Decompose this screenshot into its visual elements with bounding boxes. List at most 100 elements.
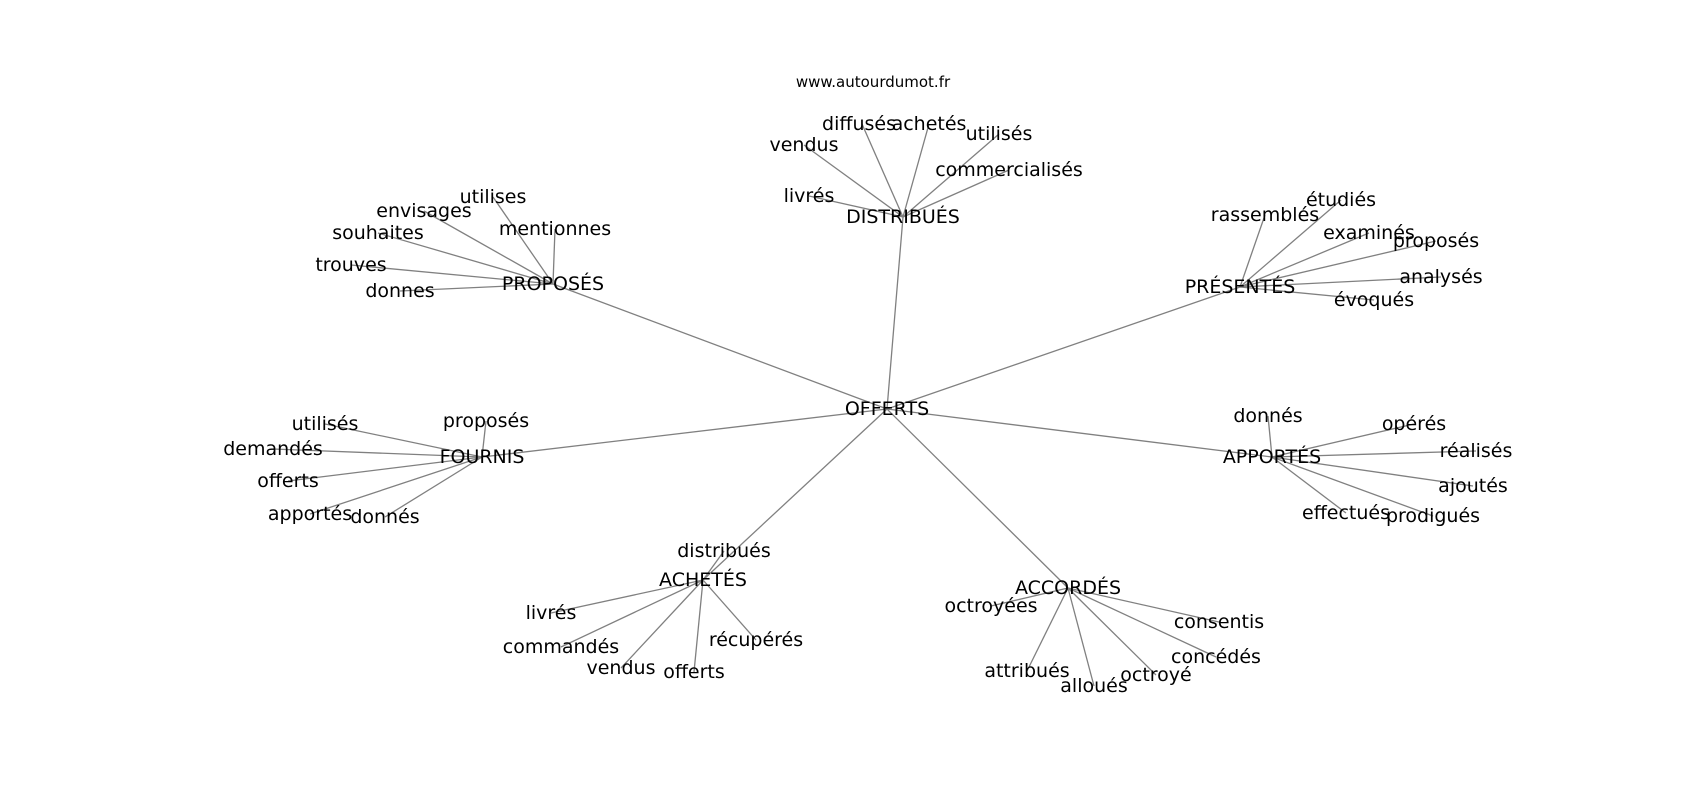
- edge-hub-to-leaf: [1271, 423, 1415, 458]
- hub-word: APPORTÉS: [1223, 445, 1321, 468]
- edge-hub-to-leaf: [309, 456, 483, 515]
- hub-word: FOURNIS: [440, 446, 525, 468]
- edges-layer: [272, 123, 1477, 687]
- edge-hub-to-leaf: [492, 196, 554, 285]
- leaf-word: ajoutés: [1438, 475, 1508, 497]
- leaf-word: distribués: [677, 540, 770, 562]
- leaf-word: effectués: [1302, 502, 1390, 524]
- edge-hub-to-leaf: [324, 423, 483, 458]
- leaf-word: envisages: [376, 200, 471, 222]
- leaf-word: consentis: [1174, 611, 1264, 633]
- leaf-word: offerts: [663, 661, 725, 683]
- edge-hub-to-leaf: [1239, 286, 1375, 301]
- leaf-word: opérés: [1382, 413, 1446, 435]
- edge-hub-to-leaf: [377, 232, 554, 285]
- leaf-word: achetés: [892, 113, 967, 135]
- edge-hub-to-leaf: [902, 123, 930, 218]
- edge-center-to-hub: [886, 286, 1241, 410]
- edge-hub-to-leaf: [1067, 587, 1157, 676]
- edge-hub-to-leaf: [1067, 587, 1220, 623]
- leaf-word: octroyées: [944, 595, 1037, 617]
- edge-hub-to-leaf: [1239, 214, 1266, 288]
- leaf-word: évoqués: [1334, 289, 1414, 311]
- leaf-word: rassemblés: [1211, 204, 1319, 226]
- hub-word: ACHETÉS: [659, 568, 747, 591]
- leaf-word: donnés: [350, 506, 419, 528]
- leaf-word: alloués: [1060, 675, 1127, 697]
- edge-hub-to-leaf: [287, 456, 483, 482]
- edge-center-to-hub: [886, 408, 1069, 589]
- edge-hub-to-leaf: [1271, 456, 1347, 514]
- edge-hub-to-leaf: [702, 550, 725, 581]
- leaf-word: commandés: [503, 636, 619, 658]
- edge-hub-to-leaf: [693, 579, 704, 673]
- leaf-word: donnés: [1233, 405, 1302, 427]
- leaf-word: livrés: [784, 185, 835, 207]
- hub-word: DISTRIBUÉS: [846, 205, 960, 228]
- leaf-word: étudiés: [1306, 189, 1376, 211]
- edge-hub-to-leaf: [481, 420, 487, 458]
- hub-word: PROPOSÉS: [502, 272, 604, 295]
- edge-hub-to-leaf: [620, 579, 704, 669]
- edge-hub-to-leaf: [1026, 587, 1069, 672]
- edge-hub-to-leaf: [350, 264, 554, 285]
- leaf-word: réalisés: [1440, 440, 1513, 462]
- labels-layer: www.autourdumot.fr OFFERTS DISTRIBUÉS dif…: [223, 73, 1512, 697]
- leaf-word: diffusés: [822, 113, 896, 135]
- edge-hub-to-leaf: [552, 228, 556, 285]
- leaf-word: octroyé: [1120, 664, 1191, 686]
- leaf-word: concédés: [1171, 646, 1261, 668]
- leaf-word: souhaites: [332, 222, 424, 244]
- hub-word: PRÉSENTÉS: [1185, 275, 1296, 298]
- edge-hub-to-leaf: [1271, 456, 1434, 517]
- leaf-word: attribués: [984, 660, 1069, 682]
- site-watermark: www.autourdumot.fr: [796, 73, 951, 91]
- edge-hub-to-leaf: [990, 587, 1069, 607]
- edge-hub-to-leaf: [1239, 240, 1437, 288]
- edge-hub-to-leaf: [1267, 415, 1273, 458]
- leaf-word: trouves: [315, 254, 386, 276]
- edge-hub-to-leaf: [550, 579, 704, 614]
- edge-hub-to-leaf: [1271, 450, 1477, 458]
- leaf-word: utilises: [460, 186, 527, 208]
- edge-hub-to-leaf: [861, 123, 904, 218]
- leaf-word: examinés: [1323, 222, 1415, 244]
- edge-hub-to-leaf: [902, 133, 1000, 218]
- leaf-word: proposés: [443, 410, 529, 432]
- leaf-word: livrés: [526, 602, 577, 624]
- leaf-word: vendus: [770, 134, 839, 156]
- leaf-word: analysés: [1399, 266, 1482, 288]
- hub-word: ACCORDÉS: [1015, 576, 1121, 599]
- leaf-word: donnes: [365, 280, 434, 302]
- leaf-word: demandés: [223, 438, 323, 460]
- leaf-word: mentionnes: [499, 218, 611, 240]
- leaf-word: récupérés: [709, 629, 803, 651]
- edge-hub-to-leaf: [902, 169, 1010, 218]
- edge-center-to-hub: [552, 283, 888, 410]
- edge-hub-to-leaf: [702, 579, 757, 641]
- edge-hub-to-leaf: [399, 283, 554, 292]
- edge-hub-to-leaf: [1239, 232, 1370, 288]
- edge-hub-to-leaf: [1271, 456, 1474, 487]
- leaf-word: prodigués: [1386, 505, 1480, 527]
- leaf-word: commercialisés: [935, 159, 1083, 181]
- leaf-word: vendus: [587, 657, 656, 679]
- edge-hub-to-leaf: [423, 210, 554, 285]
- leaf-word: apportés: [268, 503, 352, 525]
- leaf-word: utilisés: [966, 123, 1033, 145]
- edge-hub-to-leaf: [1067, 587, 1217, 658]
- edge-hub-to-leaf: [1239, 199, 1342, 288]
- edge-center-to-hub: [481, 408, 888, 458]
- center-word: OFFERTS: [845, 398, 929, 420]
- edge-hub-to-leaf: [1239, 276, 1442, 288]
- edge-hub-to-leaf: [1067, 587, 1095, 687]
- leaf-word: proposés: [1393, 230, 1479, 252]
- edge-hub-to-leaf: [808, 195, 904, 218]
- edge-center-to-hub: [886, 408, 1273, 458]
- edge-center-to-hub: [886, 216, 904, 410]
- edge-hub-to-leaf: [384, 456, 483, 518]
- leaf-word: offerts: [257, 470, 319, 492]
- edge-hub-to-leaf: [272, 448, 483, 458]
- edge-hub-to-leaf: [803, 144, 904, 218]
